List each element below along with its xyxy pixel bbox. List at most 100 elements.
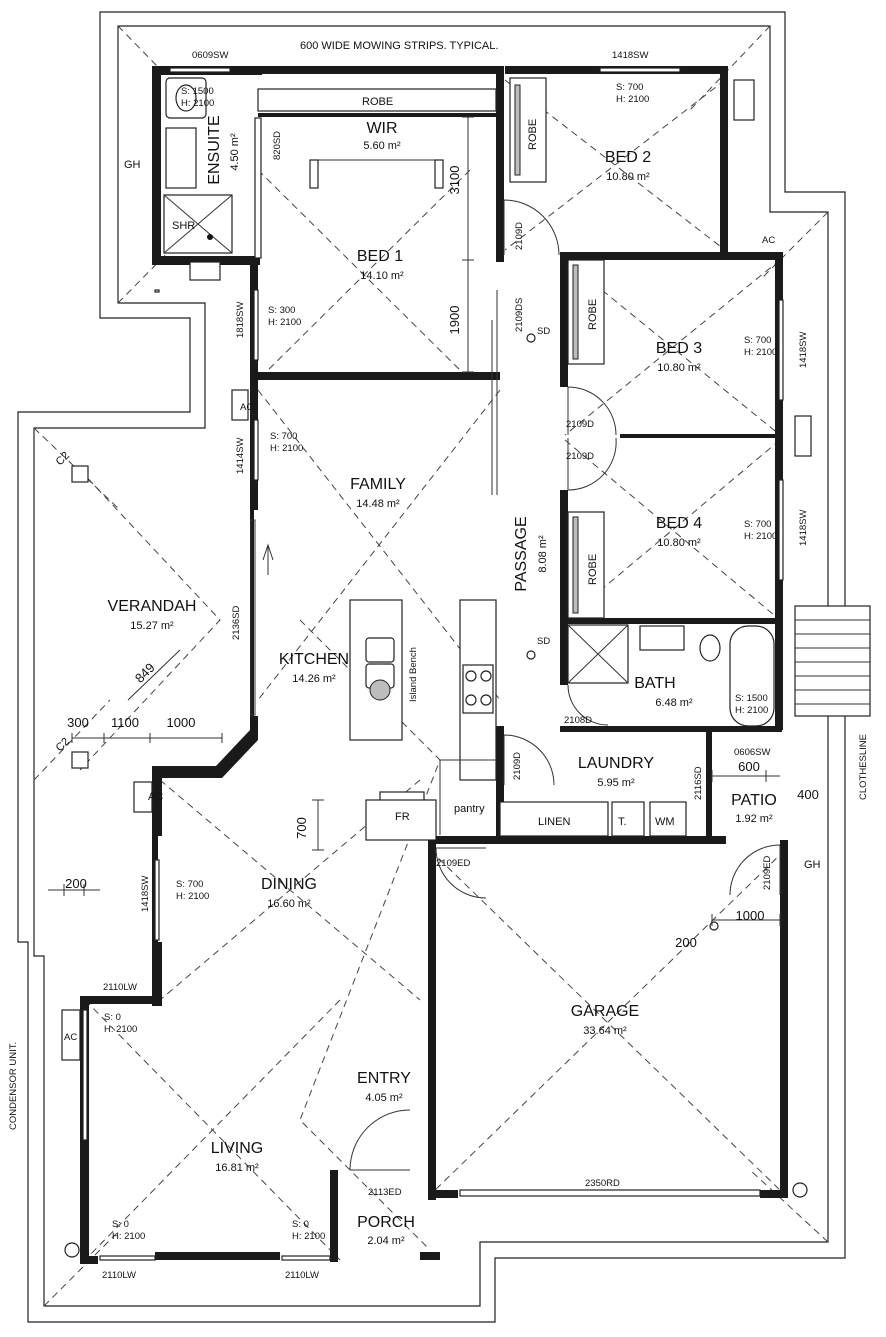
window-1418-top: 1418SW: [612, 50, 648, 61]
bed4-robe-label: ROBE: [587, 554, 599, 585]
living-bl-sill-h: H: 2100: [112, 1231, 145, 1242]
ac-label-living: AC: [64, 1032, 77, 1043]
pantry-label: pantry: [454, 803, 485, 815]
living-br-sill-s: S: 0: [292, 1219, 309, 1230]
window-1818: 1818SW: [235, 302, 246, 338]
dim-600: 600: [738, 759, 760, 774]
gh-label-ensuite: GH: [124, 159, 141, 171]
window-2110-br: 2110LW: [285, 1270, 319, 1281]
door-2109-laundry: 2109D: [512, 752, 523, 780]
door-2109-bed2: 2109D: [514, 222, 525, 250]
passage-area: 8.08 m²: [537, 535, 549, 573]
door-2109ed: 2109ED: [436, 858, 470, 869]
dining-name: DINING: [261, 876, 317, 893]
column-c2-top: C2: [54, 450, 72, 468]
door-2136: 2136SD: [231, 606, 242, 640]
door-2109-bed4: 2109D: [566, 451, 594, 462]
laundry-name: LAUNDRY: [578, 755, 655, 772]
door-2109-bed3: 2109D: [566, 419, 594, 430]
living-bl-sill-s: S: 0: [112, 1219, 129, 1230]
garage-name: GARAGE: [571, 1003, 639, 1020]
bed1-sill-h: H: 2100: [268, 317, 301, 328]
bed1-sill-s: S: 300: [268, 305, 295, 316]
living-br-sill-h: H: 2100: [292, 1231, 325, 1242]
bed4-area: 10.80 m²: [657, 537, 701, 549]
family-sill-h: H: 2100: [270, 443, 303, 454]
porch-name: PORCH: [357, 1214, 415, 1231]
entry-name: ENTRY: [357, 1070, 411, 1087]
bed3-name: BED 3: [656, 340, 702, 357]
bed3-area: 10.80 m²: [657, 362, 701, 374]
window-1414: 1414SW: [235, 438, 246, 474]
door-2109ed-patio: 2109ED: [762, 856, 773, 890]
door-2109-bed1: 2109DS: [514, 298, 525, 332]
bed2-name: BED 2: [605, 149, 651, 166]
window-0609: 0609SW: [192, 50, 228, 61]
window-1418-dining: 1418SW: [140, 876, 151, 912]
shower-label: SHR: [172, 220, 195, 232]
bed2-area: 10.80 m²: [606, 171, 650, 183]
linen-label: LINEN: [538, 816, 570, 828]
bed4-name: BED 4: [656, 515, 702, 532]
wir-name: WIR: [366, 120, 397, 137]
family-sill-s: S: 700: [270, 431, 297, 442]
dim-1100: 1100: [111, 715, 139, 730]
ac-label-family: AC: [240, 402, 253, 413]
dim-1900: 1900: [447, 306, 462, 335]
window-0606: 0606SW: [734, 747, 770, 758]
window-1418-bed3: 1418SW: [798, 332, 809, 368]
bath-sill-h: H: 2100: [735, 705, 768, 716]
window-1418-bed4: 1418SW: [798, 510, 809, 546]
trough-label: T.: [618, 816, 627, 828]
dim-200-left: 200: [65, 876, 87, 891]
windows-and-doors: [82, 67, 784, 1261]
dim-849: 849: [132, 660, 158, 686]
roof-outline: [17, 11, 846, 1323]
fixtures: [61, 77, 871, 1258]
ensuite-sill-s: S: 1500: [181, 86, 214, 97]
wir-robe-label: ROBE: [362, 96, 393, 108]
bath-sill-s: S: 1500: [735, 693, 768, 704]
ac-label-bed2: AC: [762, 235, 775, 246]
gh-label-patio: GH: [804, 859, 821, 871]
patio-name: PATIO: [731, 792, 777, 809]
verandah-name: VERANDAH: [108, 598, 197, 615]
bath-name: BATH: [634, 675, 675, 692]
bed2-sill-h: H: 2100: [616, 94, 649, 105]
sd-label-2: SD: [537, 636, 550, 647]
door-2108: 2108D: [564, 715, 592, 726]
ensuite-sill-h: H: 2100: [181, 98, 214, 109]
window-2110-left: 2110LW: [103, 982, 137, 993]
door-2113ed: 2113ED: [368, 1187, 402, 1198]
ensuite-name: ENSUITE: [206, 115, 223, 184]
dim-1000-garage: 1000: [736, 908, 765, 923]
bed4-sill-s: S: 700: [744, 519, 771, 530]
bed3-robe-label: ROBE: [587, 299, 599, 330]
island-bench-label: Island Bench: [408, 647, 419, 702]
dining-area: 16.60 m²: [267, 898, 311, 910]
washing-machine-label: WM: [655, 816, 675, 828]
dim-400: 400: [797, 787, 819, 802]
bed4-sill-h: H: 2100: [744, 531, 777, 542]
passage-name: PASSAGE: [513, 516, 530, 591]
dining-sill-s: S: 700: [176, 879, 203, 890]
bed2-sill-s: S: 700: [616, 82, 643, 93]
ac-label-dining: AC: [148, 791, 163, 803]
fridge-label: FR: [395, 811, 410, 823]
bed3-sill-s: S: 700: [744, 335, 771, 346]
entry-area: 4.05 m²: [365, 1092, 403, 1104]
window-2110-bl: 2110LW: [102, 1270, 136, 1281]
door-2116: 2116SD: [693, 766, 704, 800]
porch-area: 2.04 m²: [367, 1235, 405, 1247]
living-area: 16.81 m²: [215, 1162, 259, 1174]
laundry-area: 5.95 m²: [597, 777, 635, 789]
door-820: 820SD: [272, 131, 283, 160]
dim-300: 300: [67, 715, 89, 730]
dim-200-garage: 200: [675, 935, 697, 950]
kitchen-name: KITCHEN: [279, 651, 349, 668]
verandah-area: 15.27 m²: [130, 620, 174, 632]
garage-area: 33.64 m²: [583, 1025, 627, 1037]
living-left-sill-s: S: 0: [104, 1012, 121, 1023]
dim-700: 700: [294, 817, 309, 839]
